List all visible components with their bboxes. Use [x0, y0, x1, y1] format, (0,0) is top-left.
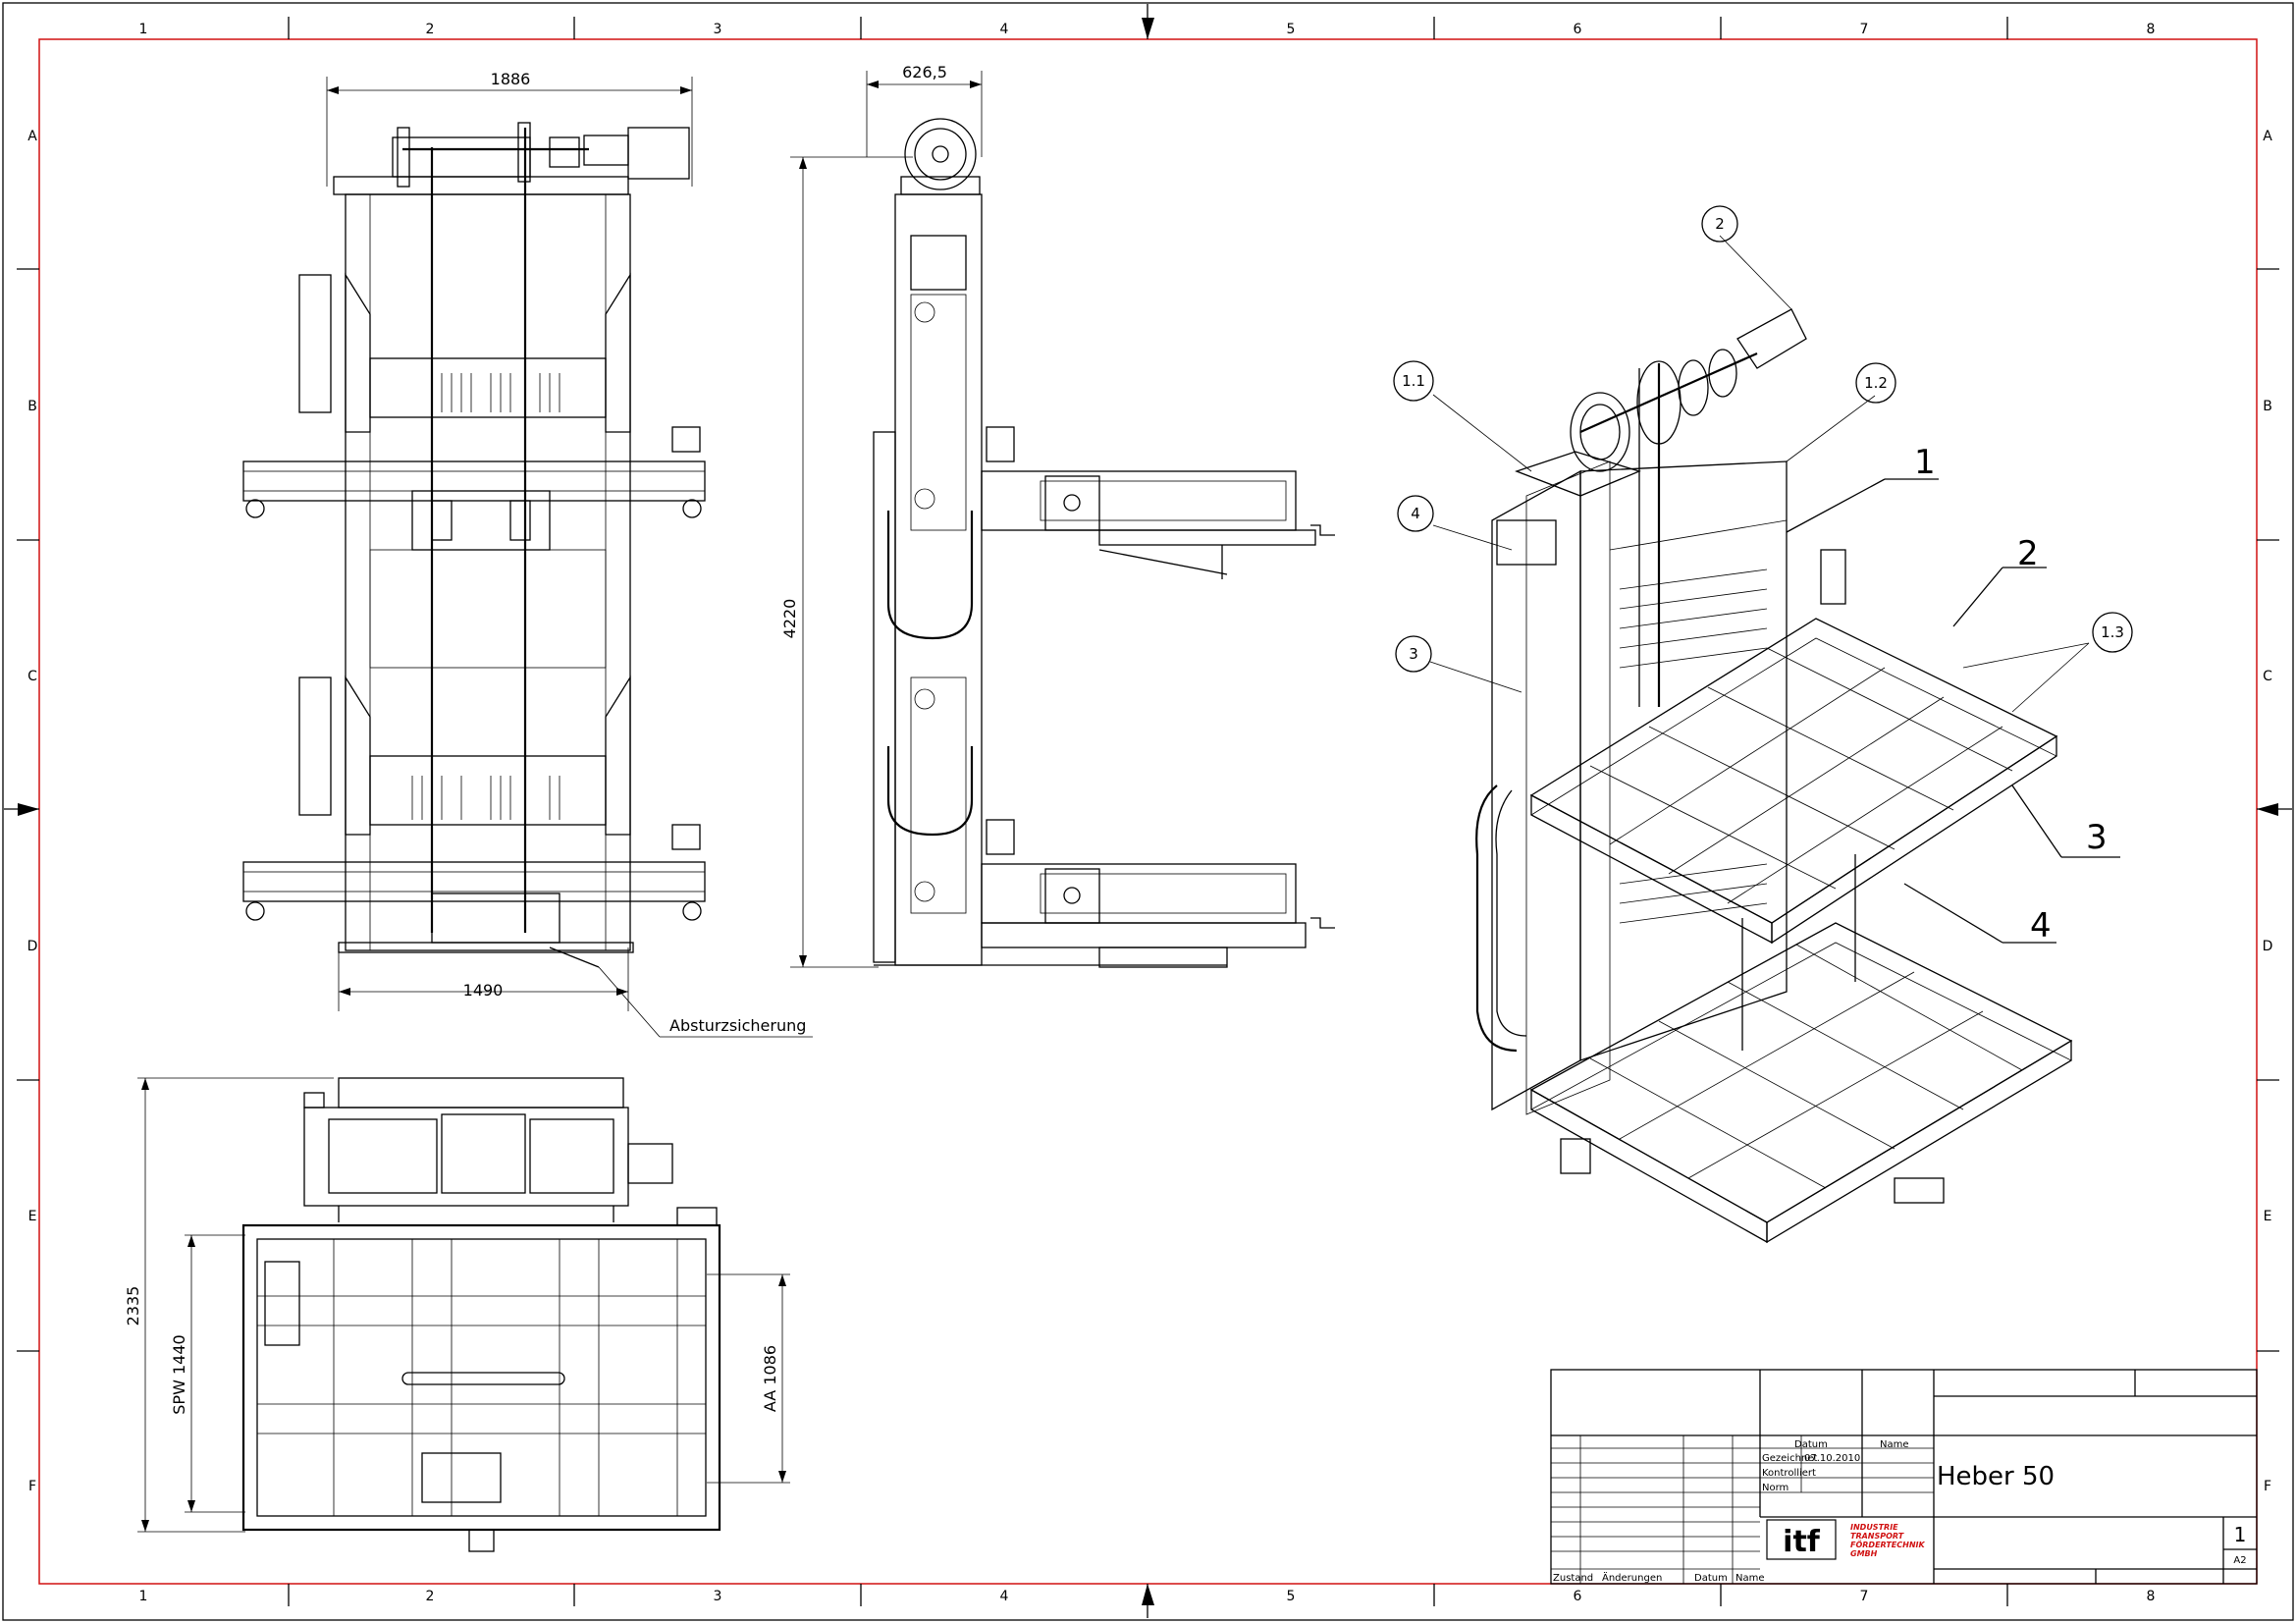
zone-top-5: 5 — [1287, 22, 1296, 37]
callout-4: 4 — [1411, 505, 1420, 522]
tb-header-datum: Datum — [1794, 1439, 1828, 1450]
company-line-3: FÖRDERTECHNIK — [1850, 1540, 1925, 1549]
zone-right-B: B — [2263, 399, 2272, 414]
dim-plan-height: 2335 — [124, 1286, 142, 1326]
zone-top-1: 1 — [139, 22, 148, 37]
callout-1-2: 1.2 — [1864, 374, 1888, 392]
callout-1-3: 1.3 — [2101, 623, 2124, 641]
callout-3: 3 — [1409, 645, 1418, 663]
zone-top-6: 6 — [1574, 22, 1582, 37]
isometric-view: 2 1.1 1.2 4 3 1.3 1 2 3 4 — [1393, 205, 2133, 1244]
zone-left-C: C — [27, 669, 37, 684]
zone-bottom-5: 5 — [1287, 1589, 1296, 1604]
zone-bottom-2: 2 — [426, 1589, 435, 1604]
callout-1-1: 1.1 — [1402, 372, 1425, 390]
zone-top-8: 8 — [2147, 22, 2156, 37]
sheet-number: 1 — [2234, 1523, 2247, 1546]
zone-right-C: C — [2263, 669, 2272, 684]
item-1-label: 1 — [1914, 443, 1936, 482]
tb-footer-datum: Datum — [1694, 1573, 1728, 1584]
dim-plan-aa: AA 1086 — [761, 1345, 779, 1412]
zone-right-D: D — [2263, 939, 2273, 954]
tb-row-kontrolliert: Kontrolliert — [1762, 1468, 1816, 1479]
zone-top-7: 7 — [1860, 22, 1869, 37]
company-line-4: GMBH — [1850, 1549, 1878, 1558]
zone-bottom-8: 8 — [2147, 1589, 2156, 1604]
zone-bottom-3: 3 — [714, 1589, 722, 1604]
callout-2: 2 — [1715, 215, 1725, 233]
zone-ticks — [17, 17, 2279, 1606]
title-block: Datum Name Gezeichnet 07.10.2010 Kontrol… — [1550, 1369, 2258, 1585]
tb-footer-aenderungen: Änderungen — [1602, 1571, 1662, 1584]
zone-top-4: 4 — [1000, 22, 1009, 37]
zone-left-E: E — [28, 1209, 37, 1224]
zone-bottom-6: 6 — [1574, 1589, 1582, 1604]
dim-front-width: 1886 — [491, 70, 531, 88]
zone-bottom-7: 7 — [1860, 1589, 1869, 1604]
dim-side-width: 626,5 — [902, 63, 947, 81]
dim-front-inner-width: 1490 — [463, 981, 504, 1000]
company-line-2: TRANSPORT — [1850, 1532, 1904, 1541]
logo-mark: itf — [1783, 1525, 1821, 1559]
tb-footer-zustand: Zustand — [1553, 1573, 1593, 1584]
zone-left-B: B — [27, 399, 37, 414]
zone-right-E: E — [2264, 1209, 2272, 1224]
fall-protection-label: Absturzsicherung — [669, 1016, 806, 1035]
company-logo: itf INDUSTRIE TRANSPORT FÖRDERTECHNIK GM… — [1766, 1519, 1925, 1560]
zone-right-A: A — [2263, 129, 2272, 144]
zone-left-F: F — [28, 1479, 36, 1494]
drawing-title: Heber 50 — [1937, 1462, 2055, 1491]
tb-row-gezeichnet: Gezeichnet — [1762, 1453, 1817, 1464]
dim-side-height: 4220 — [780, 599, 799, 639]
zone-top-2: 2 — [426, 22, 435, 37]
tb-row-gezeichnet-date: 07.10.2010 — [1804, 1453, 1860, 1464]
item-4-label: 4 — [2030, 906, 2052, 946]
company-line-1: INDUSTRIE — [1850, 1523, 1898, 1532]
side-view: 626,5 4220 — [780, 63, 1335, 968]
sheet-format: A2 — [2233, 1555, 2246, 1566]
centering-arrows — [4, 4, 2292, 1618]
zone-right-F: F — [2264, 1479, 2271, 1494]
callout-circles: 2 1.1 1.2 4 3 1.3 — [1393, 205, 2133, 673]
tb-header-name: Name — [1880, 1439, 1909, 1450]
dim-plan-spw: SPW 1440 — [170, 1334, 188, 1414]
drawing-border — [38, 38, 2258, 1585]
zone-bottom-1: 1 — [139, 1589, 148, 1604]
zone-bottom-4: 4 — [1000, 1589, 1009, 1604]
tb-footer-name: Name — [1735, 1573, 1765, 1584]
zone-left-A: A — [27, 129, 37, 144]
zone-top-3: 3 — [714, 22, 722, 37]
tb-row-norm: Norm — [1762, 1483, 1789, 1493]
plan-view: 2335 SPW 1440 AA 1086 — [124, 1077, 790, 1552]
item-2-label: 2 — [2017, 534, 2039, 573]
zone-left-D: D — [27, 939, 38, 954]
item-3-label: 3 — [2086, 818, 2108, 857]
front-view: 1886 — [242, 70, 813, 1038]
